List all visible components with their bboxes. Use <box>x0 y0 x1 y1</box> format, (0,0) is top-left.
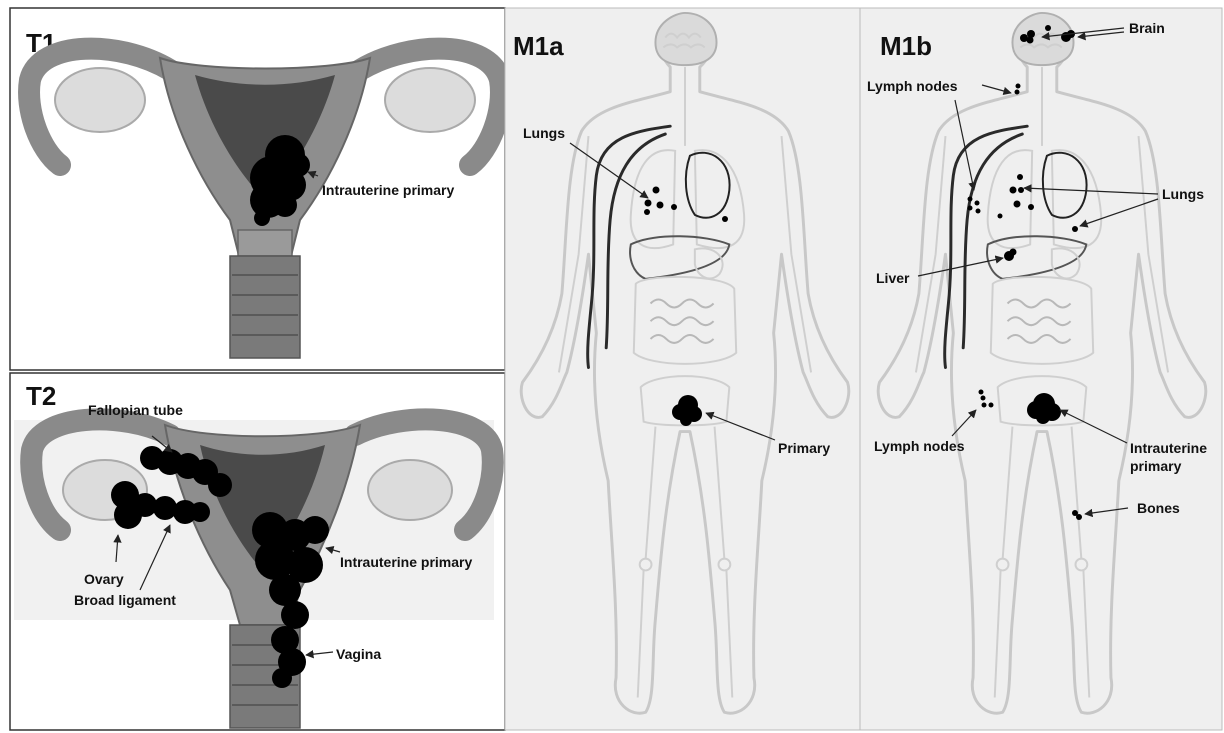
panel-m1a-frame <box>505 8 860 730</box>
right-ovary-t1 <box>385 68 475 132</box>
label-brain-m1b: Brain <box>1129 20 1165 36</box>
right-ovary-t2 <box>368 460 452 520</box>
label-vagina-t2: Vagina <box>336 646 381 662</box>
panel-m1a-label: M1a <box>513 31 564 61</box>
label-liver-m1b: Liver <box>876 270 910 286</box>
label-lymph-nodes-neck-m1b: Lymph nodes <box>867 78 958 94</box>
panel-m1b: M1b Brain Lymph nodes <box>860 8 1222 730</box>
label-intrauterine-primary-line2-m1b: primary <box>1130 458 1182 474</box>
label-lungs-m1b: Lungs <box>1162 186 1204 202</box>
label-fallopian-tube-t2: Fallopian tube <box>88 402 183 418</box>
label-intrauterine-primary-t1: Intrauterine primary <box>322 182 454 198</box>
label-broad-ligament-t2: Broad ligament <box>74 592 176 608</box>
label-bones-m1b: Bones <box>1137 500 1180 516</box>
panel-t1: T1 Intrauterine primary <box>10 8 505 370</box>
left-ovary-t1 <box>55 68 145 132</box>
label-intrauterine-primary-line1-m1b: Intrauterine <box>1130 440 1207 456</box>
label-lungs-m1a: Lungs <box>523 125 565 141</box>
panel-m1b-label: M1b <box>880 31 932 61</box>
panel-t2: T2 <box>10 373 505 730</box>
label-primary-m1a: Primary <box>778 440 830 456</box>
vagina-t1 <box>230 256 300 358</box>
label-ovary-t2: Ovary <box>84 571 124 587</box>
panel-t2-label: T2 <box>26 381 56 411</box>
panel-m1a: M1a Lungs Primary <box>505 8 860 730</box>
label-lymph-nodes-pelvic-m1b: Lymph nodes <box>874 438 965 454</box>
label-intrauterine-primary-t2: Intrauterine primary <box>340 554 472 570</box>
